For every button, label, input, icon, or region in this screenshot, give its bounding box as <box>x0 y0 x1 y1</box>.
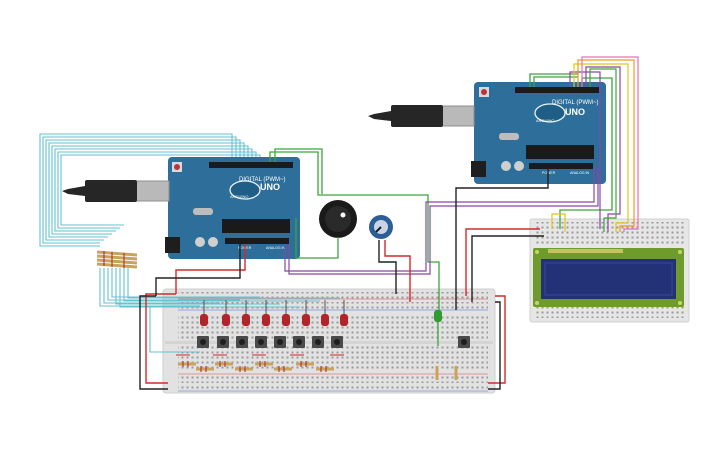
cyan-wire-bundle <box>39 133 340 353</box>
arduino-right-power-label: POWER <box>542 171 556 175</box>
usb-cable-icon <box>62 180 170 202</box>
arduino-uno-right[interactable]: DIGITAL (PWM~) UNO ARDUINO POWER ANALOG … <box>471 82 606 184</box>
resistor-icon <box>96 250 138 269</box>
breadboard-resistors <box>178 361 458 380</box>
arduino-left-analog-label: ANALOG IN <box>266 246 286 250</box>
lcd-signal-wires <box>551 56 639 232</box>
arduino-uno-left[interactable]: DIGITAL (PWM~) UNO ARDUINO POWER ANALOG … <box>165 157 300 259</box>
lcd-display-icon <box>533 248 684 307</box>
red-leds <box>200 300 348 326</box>
arduino-right-digital-label: DIGITAL (PWM~) <box>552 100 599 106</box>
arduino-left-brand: ARDUINO <box>230 194 248 199</box>
purple-wires <box>284 71 601 275</box>
main-breadboard <box>162 288 496 394</box>
potentiometer-icon <box>369 215 393 239</box>
power-wires <box>139 168 549 390</box>
usb-cable-icon <box>368 105 475 127</box>
green-led <box>434 310 442 322</box>
arduino-right-brand: ARDUINO <box>536 118 554 123</box>
arduino-right-analog-label: ANALOG IN <box>570 171 590 175</box>
arduino-right-logo: UNO <box>565 107 585 117</box>
arduino-left-digital-label: DIGITAL (PWM~) <box>239 177 286 183</box>
buzzer-icon <box>319 200 357 238</box>
arduino-left-logo: UNO <box>260 182 280 192</box>
push-buttons[interactable] <box>197 336 470 348</box>
